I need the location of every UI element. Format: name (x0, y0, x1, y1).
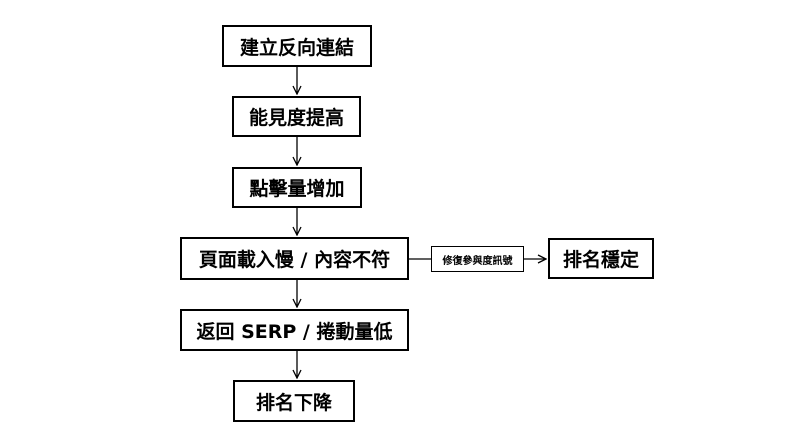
node-rank-drop: 排名下降 (233, 380, 355, 422)
node-rank-stable: 排名穩定 (548, 238, 654, 279)
node-visibility: 能見度提高 (232, 96, 361, 137)
node-slow-page: 頁面載入慢 / 內容不符 (180, 237, 409, 280)
node-backlinks: 建立反向連結 (222, 25, 372, 67)
node-fix-signals: 修復參與度訊號 (431, 246, 524, 272)
node-clicks: 點擊量增加 (232, 167, 362, 208)
node-bounce: 返回 SERP / 捲動量低 (180, 309, 409, 351)
